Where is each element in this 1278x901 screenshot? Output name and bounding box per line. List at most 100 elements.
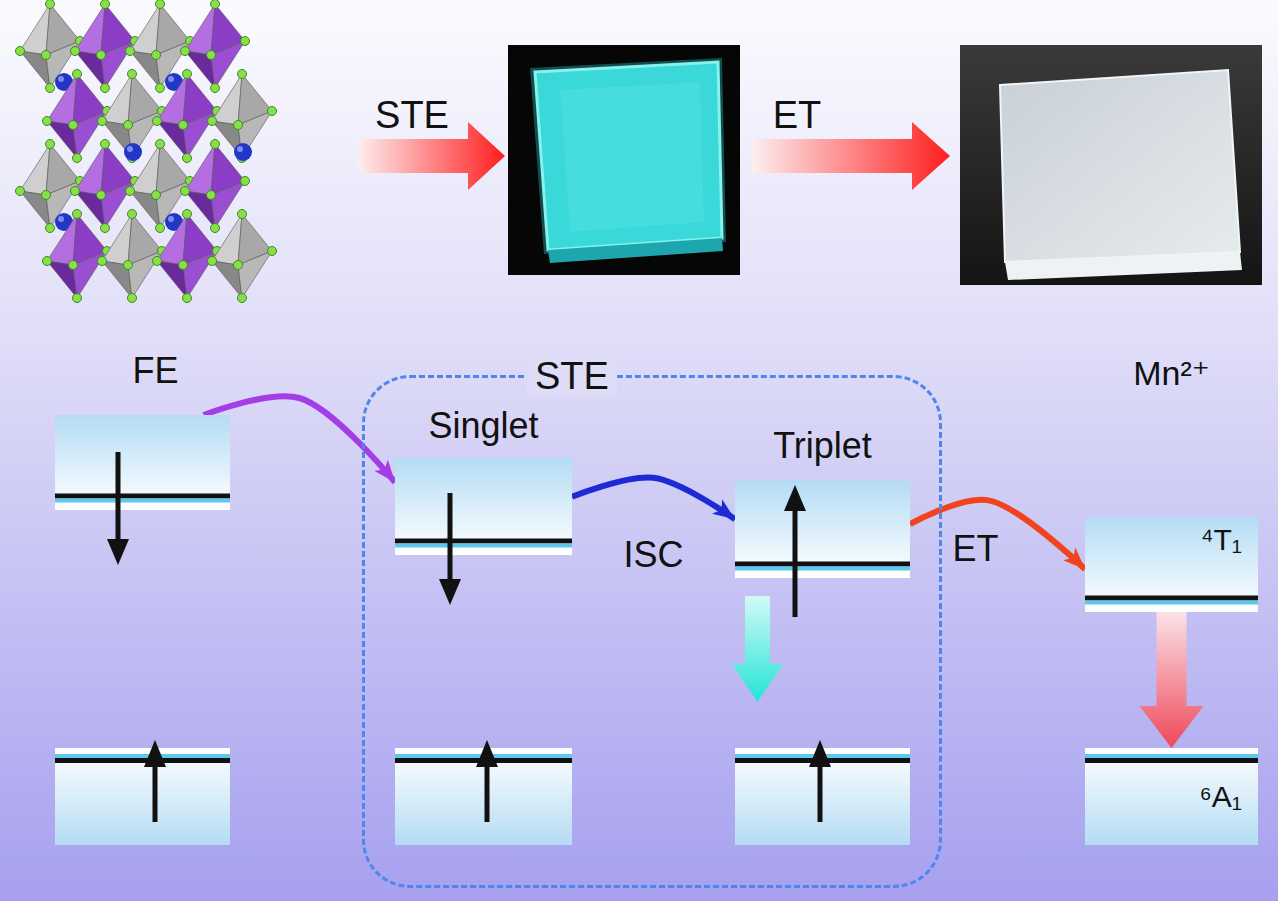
halide-atom <box>42 51 51 60</box>
octahedron-face <box>128 214 162 265</box>
transition-arrow <box>572 477 735 519</box>
halide-atom <box>156 84 165 93</box>
halide-atom <box>156 224 165 233</box>
edge-label: ISC <box>623 535 683 575</box>
cation-sphere <box>124 143 142 161</box>
sphere-highlight <box>168 76 174 82</box>
spin-arrow <box>818 766 823 822</box>
halide-atom <box>101 224 110 233</box>
octahedron-face <box>157 261 187 298</box>
process-label: ET <box>773 95 822 137</box>
energy-level-box <box>55 748 230 845</box>
energy-level: Triplet <box>735 426 910 578</box>
region-heading: STE <box>527 356 617 398</box>
transition-arrow <box>1140 612 1204 748</box>
sphere-highlight <box>58 216 64 222</box>
octahedron-face <box>157 214 187 265</box>
level-ground <box>1085 517 1258 612</box>
octahedron-face <box>212 261 242 298</box>
halide-atom <box>211 84 220 93</box>
edge-label: ET <box>952 529 998 569</box>
energy-level: Mn²⁺ ⁴T₁ <box>1085 355 1258 612</box>
octahedron-face <box>101 4 135 55</box>
halide-atom <box>183 154 192 163</box>
spin-arrow-head <box>809 740 831 767</box>
octahedron-face <box>46 144 80 195</box>
octahedron-face <box>212 74 242 125</box>
octahedron-face <box>128 74 162 125</box>
halide-atom <box>126 47 135 56</box>
level-heading: Triplet <box>735 426 910 466</box>
spin-arrow-head <box>784 485 806 511</box>
sphere-highlight <box>168 216 174 222</box>
octahedron-face <box>20 4 50 55</box>
halide-atom <box>124 121 133 130</box>
halide-atom <box>128 294 137 303</box>
octahedron-face <box>102 261 132 298</box>
level-strip <box>55 499 230 503</box>
octahedron-face <box>47 261 77 298</box>
octahedron-face <box>183 74 217 125</box>
octahedron-face <box>183 251 217 298</box>
octahedron-face <box>20 51 50 88</box>
level-ground <box>735 480 910 578</box>
octahedron-face <box>156 4 190 55</box>
halide-atom <box>152 191 161 200</box>
halide-atom <box>73 210 82 219</box>
process-label: STE <box>375 95 449 137</box>
halide-atom <box>153 117 162 126</box>
halide-atom <box>211 0 220 9</box>
octahedron-face <box>47 74 77 125</box>
octahedron-face <box>130 144 160 195</box>
halide-atom <box>179 121 188 130</box>
halide-atom <box>208 257 217 266</box>
energy-level-box: ⁴T₁ <box>1085 517 1258 612</box>
octahedron-face <box>73 74 107 125</box>
level-ground <box>395 458 572 555</box>
label-holder: ET <box>773 95 822 137</box>
octahedron-face <box>47 214 77 265</box>
halide-atom <box>46 84 55 93</box>
slab-edge <box>548 238 723 263</box>
halide-atom <box>71 187 80 196</box>
octahedron-face <box>73 214 107 265</box>
halide-atom <box>156 140 165 149</box>
energy-level-box: ⁶A₁ <box>1085 748 1258 845</box>
halide-atom <box>46 224 55 233</box>
halide-atom <box>238 210 247 219</box>
octahedron-face <box>212 214 242 265</box>
level-heading: Mn²⁺ <box>1085 355 1258 392</box>
slab-texture <box>560 82 704 232</box>
process-arrow <box>752 122 950 190</box>
level-strip <box>55 754 230 758</box>
sphere-highlight <box>58 76 64 82</box>
halide-atom <box>101 0 110 9</box>
transition-arrow <box>204 396 395 482</box>
energy-level: ⁶A₁ <box>1085 748 1258 845</box>
halide-atom <box>101 84 110 93</box>
energy-level-box <box>735 480 910 578</box>
energy-level-line <box>55 494 230 499</box>
level-art <box>55 415 230 510</box>
halide-atom <box>238 294 247 303</box>
transition-arrow <box>910 500 1085 570</box>
octahedron-face <box>101 144 135 195</box>
halide-atom <box>268 247 277 256</box>
halide-atom <box>234 121 243 130</box>
energy-level-line <box>1085 596 1258 601</box>
lower-levels <box>55 740 910 845</box>
halide-atom <box>152 51 161 60</box>
label-holder: ET <box>952 529 998 569</box>
halide-atom <box>97 191 106 200</box>
octahedron-face <box>102 214 132 265</box>
halide-atom <box>97 51 106 60</box>
level-heading: Singlet <box>395 406 572 446</box>
octahedron-face <box>183 214 217 265</box>
octahedron-face <box>238 251 272 298</box>
energy-level-line <box>55 758 230 763</box>
energy-level-line <box>395 539 572 544</box>
halide-atom <box>179 261 188 270</box>
spin-arrow-head <box>439 579 461 605</box>
octahedron-face <box>157 74 187 125</box>
emission-arrow <box>732 596 783 702</box>
